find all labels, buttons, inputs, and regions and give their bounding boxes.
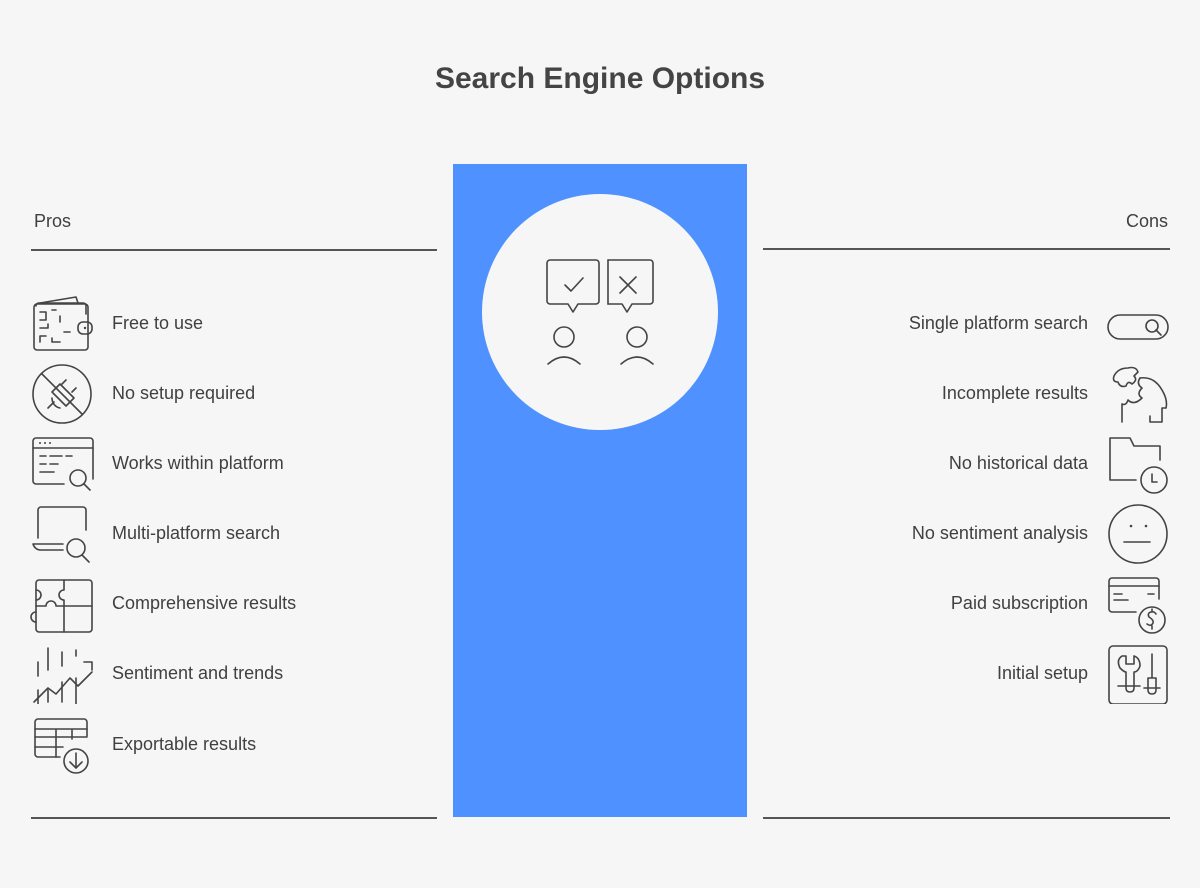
pros-top-divider <box>31 249 437 251</box>
trend-chart-icon <box>33 647 93 704</box>
pro-label: Free to use <box>112 312 204 333</box>
cons-bottom-divider <box>763 817 1170 819</box>
pro-item-no-setup: No setup required <box>30 362 255 424</box>
con-item-no-historical: No historical data <box>949 432 1170 494</box>
pro-item-multi-platform: Multi-platform search <box>30 502 280 564</box>
puzzle-icon <box>30 579 93 633</box>
table-download-icon <box>34 718 89 774</box>
head-puzzle-icon <box>1112 366 1168 423</box>
con-label: No sentiment analysis <box>911 522 1088 543</box>
search-bar-icon <box>1107 314 1169 340</box>
pro-label: Sentiment and trends <box>112 662 284 683</box>
con-item-single-platform: Single platform search <box>909 292 1170 354</box>
pro-label: Works within platform <box>112 452 284 473</box>
con-label: Initial setup <box>996 662 1088 683</box>
con-label: Single platform search <box>908 312 1088 333</box>
con-item-paid: Paid subscription <box>951 572 1170 634</box>
wallet-icon <box>33 296 93 351</box>
cons-header: Cons <box>1125 211 1168 231</box>
con-item-no-sentiment: No sentiment analysis <box>912 502 1170 564</box>
pro-item-works-within-platform: Works within platform <box>30 432 284 494</box>
folder-clock-icon <box>1109 437 1168 494</box>
pro-label: Multi-platform search <box>112 522 281 543</box>
pro-item-free-to-use: Free to use <box>30 292 203 354</box>
pro-item-comprehensive: Comprehensive results <box>30 572 296 634</box>
pro-item-sentiment-trends: Sentiment and trends <box>30 642 283 704</box>
people-approve-reject-icon <box>546 259 654 365</box>
pro-label: Exportable results <box>112 733 257 754</box>
page-title: Search Engine Options <box>434 62 766 95</box>
con-label: No historical data <box>948 452 1088 473</box>
center-circle <box>482 194 718 430</box>
laptop-search-icon <box>32 506 90 563</box>
pro-item-exportable: Exportable results <box>30 713 256 775</box>
pro-label: No setup required <box>112 382 256 403</box>
browser-search-icon <box>32 437 94 491</box>
con-item-initial-setup: Initial setup <box>997 642 1170 704</box>
pro-label: Comprehensive results <box>112 592 297 613</box>
cons-top-divider <box>763 248 1170 250</box>
tools-icon <box>1108 645 1168 704</box>
con-label: Incomplete results <box>941 382 1088 403</box>
no-plug-icon <box>32 364 92 424</box>
pros-bottom-divider <box>31 817 437 819</box>
con-item-incomplete: Incomplete results <box>942 362 1170 424</box>
pros-header: Pros <box>34 211 72 231</box>
con-label: Paid subscription <box>950 592 1088 613</box>
neutral-face-icon <box>1108 504 1168 564</box>
card-dollar-icon <box>1108 577 1166 634</box>
